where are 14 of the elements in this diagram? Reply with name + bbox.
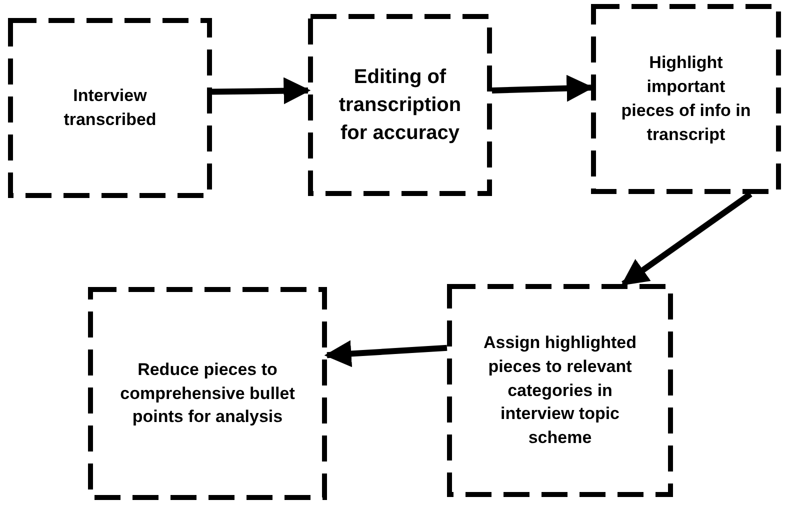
process-box <box>308 14 492 196</box>
process-box <box>447 284 673 497</box>
step-text: Editing of transcription for accuracy <box>338 65 462 146</box>
arrow <box>621 192 752 286</box>
step-text: Highlight important pieces of info in transcript <box>620 52 752 146</box>
process-box <box>8 18 212 198</box>
step-text: Reduce pieces to comprehensive bullet points for analysis <box>120 358 295 428</box>
process-box <box>88 287 327 500</box>
step-text: Interview transcribed <box>62 85 158 131</box>
arrow <box>492 74 594 102</box>
step-text: Assign highlighted pieces to relevant categories in interview topic scheme <box>482 332 638 450</box>
arrow <box>212 77 311 104</box>
process-box <box>591 4 781 194</box>
arrow <box>324 340 448 368</box>
